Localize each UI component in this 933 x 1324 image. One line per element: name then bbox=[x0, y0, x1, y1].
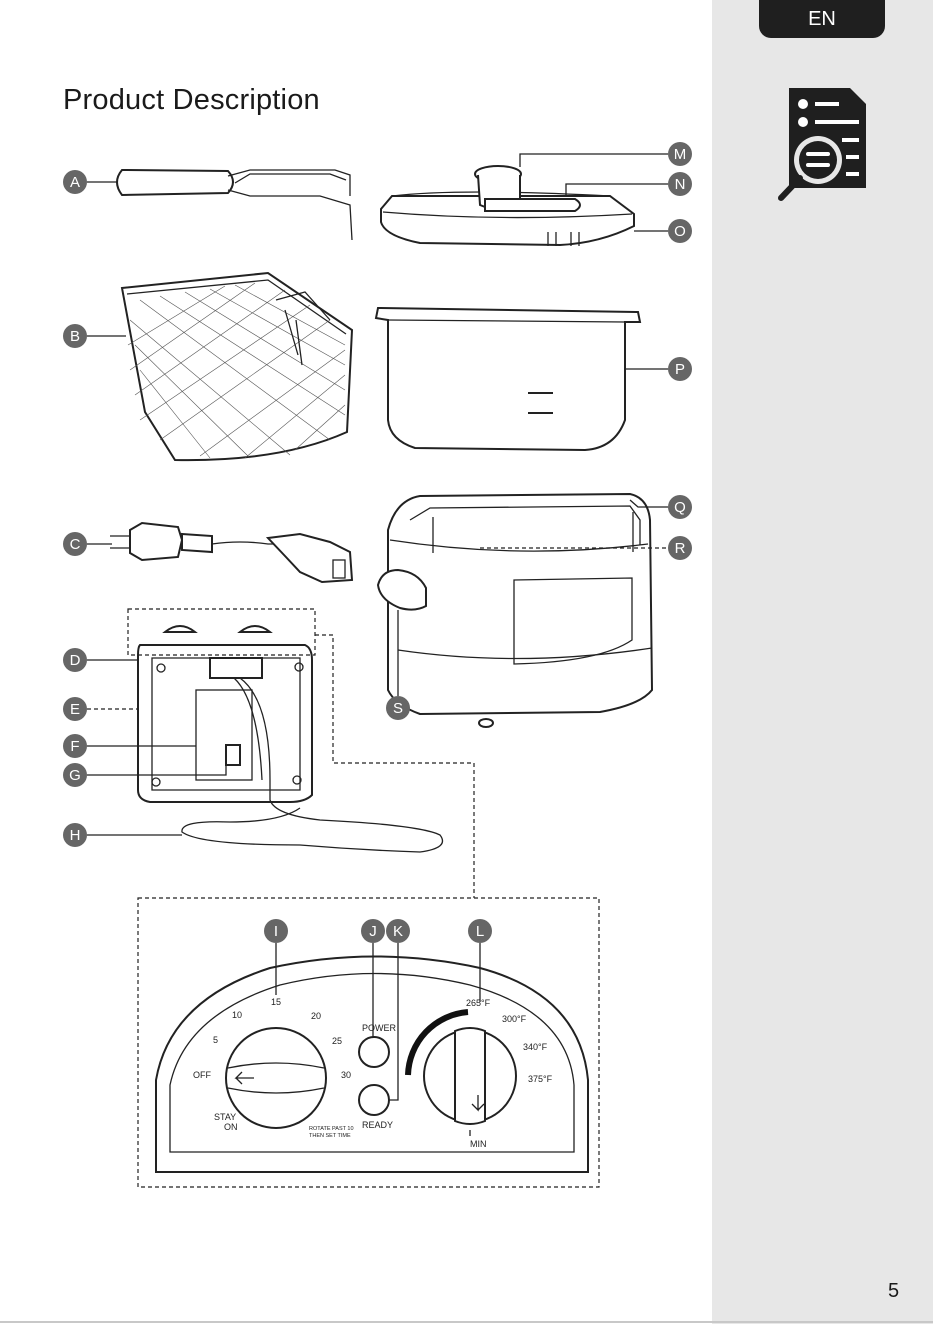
svg-text:K: K bbox=[393, 923, 403, 940]
label-i: I bbox=[264, 919, 288, 943]
timer-mark-20: 20 bbox=[311, 1011, 321, 1021]
temp-mark-340: 340°F bbox=[523, 1042, 548, 1052]
label-l: L bbox=[468, 919, 492, 943]
label-e: E bbox=[63, 697, 87, 721]
timer-mark-15: 15 bbox=[271, 997, 281, 1007]
label-s: S bbox=[386, 696, 410, 720]
timer-note-2: THEN SET TIME bbox=[309, 1133, 351, 1139]
timer-mark-30: 30 bbox=[341, 1070, 351, 1080]
power-label: POWER bbox=[362, 1023, 397, 1033]
oil-container-illustration bbox=[376, 308, 640, 450]
svg-text:R: R bbox=[675, 540, 686, 557]
label-c: C bbox=[63, 532, 87, 556]
document-search-icon bbox=[781, 88, 866, 198]
label-m: M bbox=[668, 142, 692, 166]
svg-text:G: G bbox=[69, 767, 81, 784]
label-n: N bbox=[668, 172, 692, 196]
stay-on-label: STAY bbox=[214, 1112, 236, 1122]
timer-mark-off: OFF bbox=[193, 1070, 211, 1080]
label-q: Q bbox=[668, 495, 692, 519]
svg-text:A: A bbox=[70, 174, 80, 191]
svg-text:N: N bbox=[675, 176, 686, 193]
label-k: K bbox=[386, 919, 410, 943]
svg-text:L: L bbox=[476, 923, 484, 940]
temp-mark-300: 300°F bbox=[502, 1014, 527, 1024]
label-g: G bbox=[63, 763, 87, 787]
label-d: D bbox=[63, 648, 87, 672]
label-p: P bbox=[668, 357, 692, 381]
label-j: J bbox=[361, 919, 385, 943]
svg-text:O: O bbox=[674, 223, 686, 240]
lid-illustration bbox=[381, 166, 634, 246]
control-panel-illustration: 15 10 20 5 25 OFF 30 STAY ON ROTATE PAST… bbox=[156, 957, 588, 1173]
label-o: O bbox=[668, 219, 692, 243]
ready-label: READY bbox=[362, 1120, 393, 1130]
timer-mark-10: 10 bbox=[232, 1010, 242, 1020]
basket-handle-illustration bbox=[117, 170, 352, 240]
svg-text:B: B bbox=[70, 328, 80, 345]
stay-on-label-2: ON bbox=[224, 1122, 238, 1132]
label-r: R bbox=[668, 536, 692, 560]
svg-text:C: C bbox=[70, 536, 81, 553]
svg-text:H: H bbox=[70, 827, 81, 844]
label-b: B bbox=[63, 324, 87, 348]
svg-text:D: D bbox=[70, 652, 81, 669]
svg-text:S: S bbox=[393, 700, 403, 717]
svg-text:P: P bbox=[675, 361, 685, 378]
label-f: F bbox=[63, 734, 87, 758]
svg-text:J: J bbox=[369, 923, 377, 940]
svg-text:I: I bbox=[274, 923, 278, 940]
temp-mark-375: 375°F bbox=[528, 1074, 553, 1084]
fryer-body-illustration bbox=[378, 494, 652, 727]
label-h: H bbox=[63, 823, 87, 847]
temp-mark-265: 265°F bbox=[466, 998, 491, 1008]
power-cord-illustration bbox=[110, 523, 352, 582]
timer-note-1: ROTATE PAST 10 bbox=[309, 1126, 354, 1132]
svg-text:E: E bbox=[70, 701, 80, 718]
timer-mark-25: 25 bbox=[332, 1036, 342, 1046]
svg-text:M: M bbox=[674, 146, 687, 163]
timer-mark-5: 5 bbox=[213, 1035, 218, 1045]
temp-mark-min: MIN bbox=[470, 1139, 487, 1149]
frying-basket-illustration bbox=[122, 273, 352, 460]
label-a: A bbox=[63, 170, 87, 194]
svg-text:F: F bbox=[70, 738, 79, 755]
svg-text:Q: Q bbox=[674, 499, 686, 516]
